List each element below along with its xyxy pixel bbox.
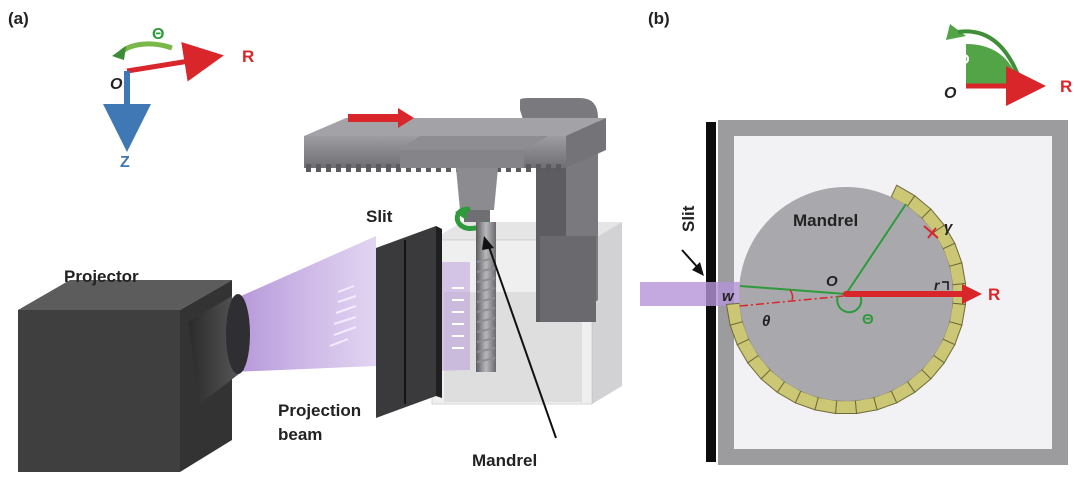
r-cap-label: R <box>988 285 1000 304</box>
mandrel-pointer <box>487 243 557 439</box>
rotation-arrowhead-icon <box>455 206 468 220</box>
theta-arrowhead-icon <box>112 46 126 60</box>
beam-label-line1: Projection <box>278 401 361 420</box>
tile <box>834 400 858 414</box>
theta-small-label: θ <box>762 313 771 330</box>
r-label-b: R <box>1060 77 1072 96</box>
origin-label-b: O <box>944 85 957 102</box>
radius-line-gamma <box>845 203 907 295</box>
axis-triad-b: Θ R O <box>944 24 1072 106</box>
reference-line <box>739 295 845 307</box>
beam-pattern <box>329 285 357 347</box>
r-small-tick-icon <box>942 281 949 290</box>
panel-b: (b) Θ R O Slit w Mandrel <box>640 9 1072 465</box>
r-small-label: r <box>934 277 941 293</box>
panel-a: (a) Θ R O Z <box>8 9 622 472</box>
r-axis-arrow <box>126 42 224 82</box>
beam-dashes <box>452 287 464 349</box>
panel-b-label: (b) <box>648 9 670 28</box>
origin-dot <box>843 291 849 297</box>
mandrel-label-a: Mandrel <box>472 451 537 470</box>
slit-label-a: Slit <box>366 207 393 226</box>
theta-label-b: Θ <box>958 51 970 68</box>
z-label: Z <box>120 154 130 171</box>
mandrel-threads <box>476 257 496 363</box>
slit-plate <box>376 226 442 418</box>
mandrel-label-b: Mandrel <box>793 211 858 230</box>
slit-pointer-head-icon <box>692 262 704 276</box>
theta-small-arc-icon <box>789 289 794 301</box>
radius-line-slit <box>739 285 847 295</box>
theta-arc-icon <box>115 41 173 60</box>
projector-label: Projector <box>64 267 139 286</box>
theta-label: Θ <box>152 26 164 43</box>
r-arrowhead-b-icon <box>962 284 982 304</box>
theta-cap-arc-icon <box>836 291 863 314</box>
origin-label-b-disc: O <box>826 273 838 290</box>
lens-face <box>226 294 250 374</box>
w-label: w <box>722 288 735 305</box>
panel-a-label: (a) <box>8 9 29 28</box>
projector <box>18 280 250 472</box>
projection-beam <box>232 236 376 372</box>
origin-label: O <box>110 76 123 93</box>
gantry-arm <box>304 98 606 322</box>
r-label: R <box>242 47 254 66</box>
mandrel-pointer-head-icon <box>482 236 494 250</box>
theta-cap-label: Θ <box>862 311 874 328</box>
translation-arrowhead-icon <box>398 108 414 128</box>
axis-triad-a: Θ R O Z <box>103 26 254 171</box>
beam-b <box>640 282 740 306</box>
gamma-label: γ <box>944 219 954 236</box>
slit-label-b: Slit <box>679 205 698 232</box>
gamma-marker <box>923 225 939 239</box>
beam-label-line2: beam <box>278 425 322 444</box>
